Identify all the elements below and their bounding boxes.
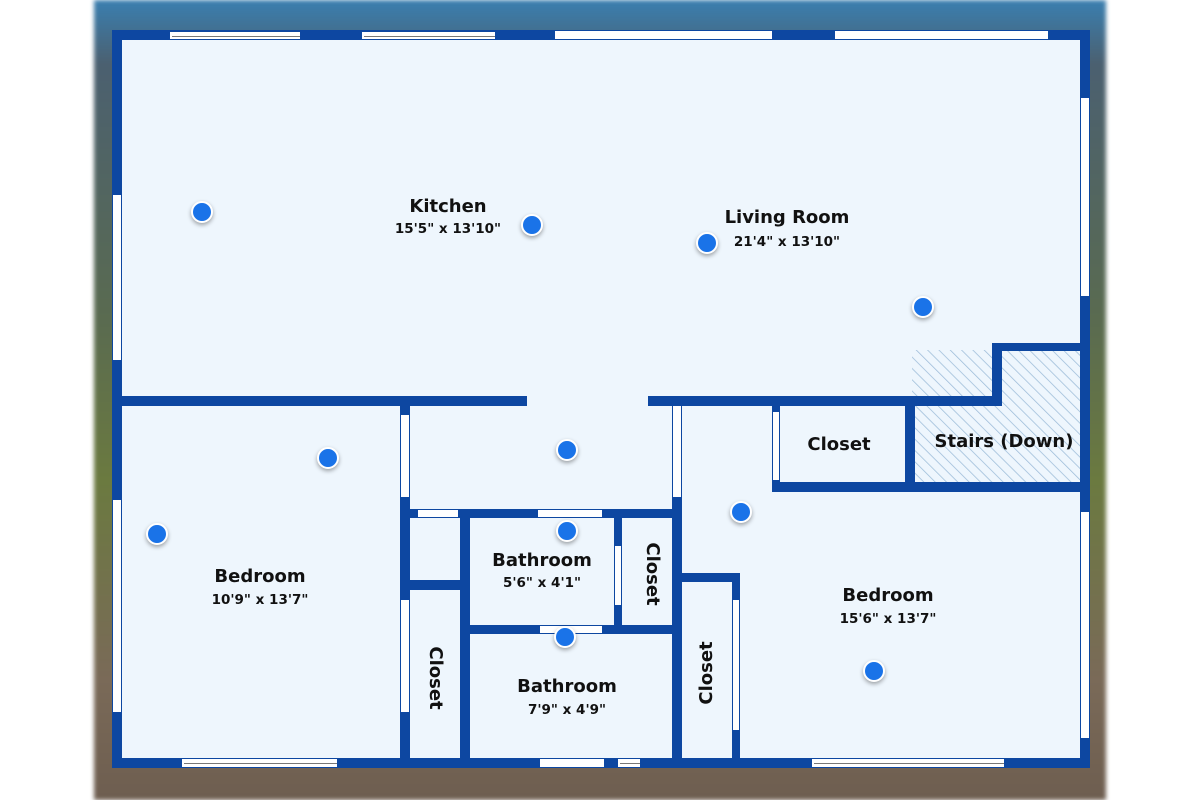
- room-bedroom-left[interactable]: Bedroom 10'9" x 13'7": [212, 566, 309, 608]
- opening: [113, 195, 121, 360]
- opening: [418, 510, 458, 517]
- svg-text:15'5" x 13'10": 15'5" x 13'10": [395, 221, 501, 237]
- svg-text:7'9" x 4'9": 7'9" x 4'9": [528, 702, 606, 718]
- opening: [538, 510, 602, 517]
- svg-text:Bathroom: Bathroom: [492, 550, 592, 571]
- svg-text:Kitchen: Kitchen: [409, 196, 486, 217]
- window-line: [620, 763, 640, 764]
- openings: [113, 31, 1089, 767]
- wall: [672, 573, 740, 582]
- svg-text:21'4" x 13'10": 21'4" x 13'10": [734, 234, 840, 250]
- opening: [401, 600, 409, 712]
- svg-text:5'6" x 4'1": 5'6" x 4'1": [503, 575, 581, 591]
- svg-text:Bedroom: Bedroom: [842, 585, 933, 606]
- room-living-room[interactable]: Living Room 21'4" x 13'10": [725, 207, 850, 250]
- wall: [992, 343, 1002, 406]
- closet-label: Closet: [807, 434, 871, 455]
- opening: [170, 32, 300, 39]
- closet-label: Closet: [696, 641, 717, 705]
- opening: [733, 600, 739, 730]
- room-kitchen[interactable]: Kitchen 15'5" x 13'10": [395, 196, 501, 237]
- opening: [113, 500, 121, 712]
- window-line: [814, 763, 1004, 764]
- opening: [555, 31, 772, 39]
- closet-label: Closet: [642, 542, 663, 606]
- opening: [615, 546, 621, 605]
- wall: [772, 482, 1090, 492]
- viewpoint-marker[interactable]: [730, 501, 752, 523]
- svg-text:Living Room: Living Room: [725, 207, 850, 228]
- window-line: [172, 36, 300, 37]
- viewpoint-marker[interactable]: [912, 296, 934, 318]
- wall: [1080, 30, 1090, 768]
- svg-text:Bathroom: Bathroom: [517, 676, 617, 697]
- wall: [648, 396, 1000, 406]
- room-bedroom-right[interactable]: Bedroom 15'6" x 13'7": [840, 585, 937, 627]
- wall: [992, 343, 1085, 351]
- viewpoint-marker[interactable]: [863, 660, 885, 682]
- window-line: [364, 36, 495, 37]
- opening: [401, 415, 409, 497]
- viewpoint-marker[interactable]: [521, 214, 543, 236]
- viewpoint-marker[interactable]: [317, 447, 339, 469]
- viewpoint-marker[interactable]: [696, 232, 718, 254]
- svg-text:15'6" x 13'7": 15'6" x 13'7": [840, 611, 937, 627]
- wall: [112, 396, 527, 406]
- stairs-label: Stairs (Down): [935, 431, 1074, 452]
- opening: [1081, 512, 1089, 738]
- svg-text:Bedroom: Bedroom: [214, 566, 305, 587]
- opening: [773, 412, 779, 480]
- markers: [146, 201, 934, 682]
- viewpoint-marker[interactable]: [556, 520, 578, 542]
- wall: [905, 406, 915, 490]
- viewpoint-marker[interactable]: [191, 201, 213, 223]
- opening: [835, 31, 1048, 39]
- room-bathroom-small[interactable]: Bathroom 5'6" x 4'1": [492, 550, 592, 591]
- opening: [1081, 98, 1089, 296]
- viewpoint-marker[interactable]: [554, 626, 576, 648]
- room-bathroom-large[interactable]: Bathroom 7'9" x 4'9": [517, 676, 617, 718]
- opening: [540, 759, 604, 767]
- opening: [673, 406, 681, 497]
- viewpoint-marker[interactable]: [556, 439, 578, 461]
- viewpoint-marker[interactable]: [146, 523, 168, 545]
- svg-text:10'9" x 13'7": 10'9" x 13'7": [212, 592, 309, 608]
- opening: [362, 32, 495, 39]
- window-line: [184, 763, 337, 764]
- closet-label: Closet: [425, 646, 446, 710]
- wall: [400, 580, 465, 590]
